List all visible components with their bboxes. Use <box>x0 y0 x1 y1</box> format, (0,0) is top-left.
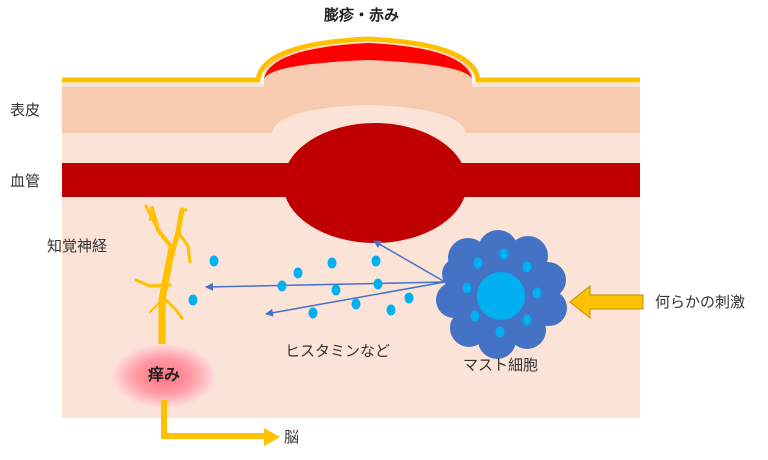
stimulus-label: 何らかの刺激 <box>655 293 746 311</box>
histamine-particles <box>188 255 414 319</box>
epidermis-bump <box>264 42 472 133</box>
brain-arrow-head <box>264 428 280 446</box>
mast-cell-granules <box>462 248 542 338</box>
mast-cell-nucleus <box>477 272 525 320</box>
diagram-title: 膨疹・赤み <box>324 6 400 24</box>
itch-label: 痒み <box>148 365 181 384</box>
epidermis-label: 表皮 <box>10 101 41 119</box>
sensory-nerve <box>134 204 192 354</box>
stimulus-arrow <box>569 284 644 320</box>
skin-surface-line <box>62 36 640 83</box>
sensory-nerve-label: 知覚神経 <box>47 237 108 255</box>
swollen-vessel <box>283 123 467 243</box>
mast-cell-label: マスト細胞 <box>463 356 539 374</box>
histamine-label: ヒスタミンなど <box>285 342 391 360</box>
redness-area <box>264 43 472 79</box>
nerve-to-brain-path <box>161 400 266 439</box>
blood-vessel-label: 血管 <box>10 172 41 190</box>
itch-glow <box>112 344 216 408</box>
histamine-arrows <box>205 240 446 317</box>
epidermis-layer-left <box>62 87 272 133</box>
mast-cell <box>436 230 567 359</box>
epidermis-layer-right <box>466 87 640 133</box>
brain-label: 脳 <box>284 428 300 446</box>
